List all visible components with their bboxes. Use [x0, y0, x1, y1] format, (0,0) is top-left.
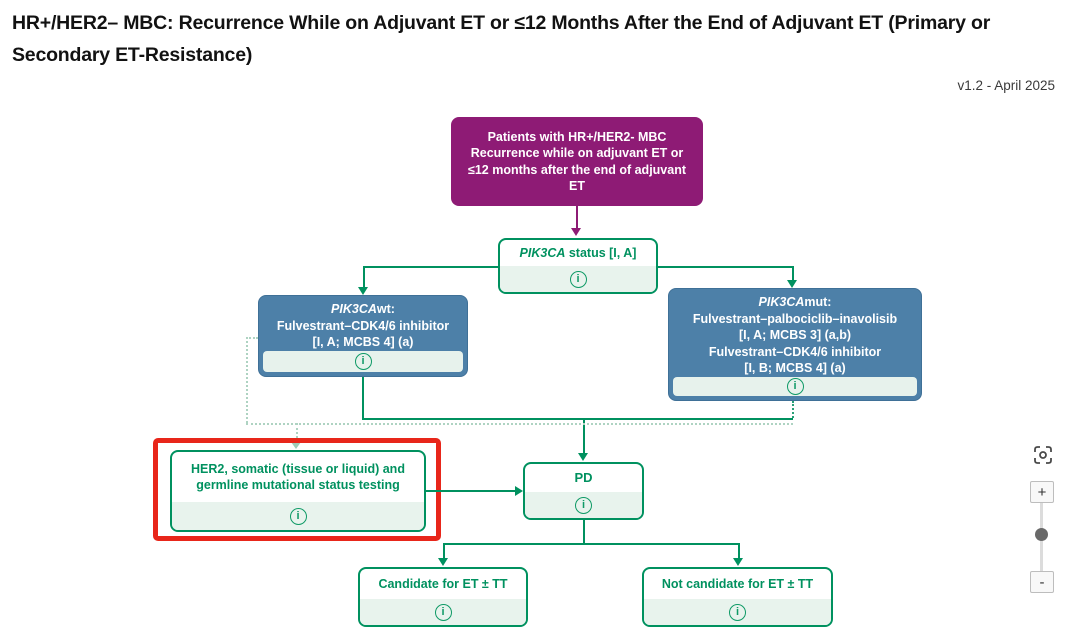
connector-pd-split [443, 543, 740, 545]
connector-merge-horizontal [362, 418, 793, 420]
info-icon[interactable]: i [569, 270, 587, 288]
node-pd[interactable]: PD i [523, 462, 644, 520]
connector-split-left [443, 543, 445, 558]
node-pik3ca-mut[interactable]: PIK3CAmut: Fulvestrant–palbociclib–inavo… [668, 288, 922, 401]
info-icon[interactable]: i [575, 496, 592, 514]
node-pd-label: PD [574, 469, 593, 485]
connector-split-right [738, 543, 740, 558]
connector-status-right-drop [792, 266, 794, 280]
info-icon[interactable]: i [434, 603, 452, 621]
arrowhead-to-wt [358, 287, 368, 295]
node-pik3ca-wt[interactable]: PIK3CAwt: Fulvestrant–CDK4/6 inhibitor [… [258, 295, 468, 377]
selection-highlight [153, 438, 441, 541]
node-pik3ca-status-strip: i [500, 266, 656, 292]
info-icon[interactable]: i [786, 377, 804, 395]
node-patients-line1: Patients with HR+/HER2- MBC [487, 130, 667, 144]
connector-status-left [363, 266, 498, 268]
node-not-candidate-label: Not candidate for ET ± TT [661, 576, 814, 591]
arrowhead-to-testing [291, 442, 301, 449]
dotted-stub-wt-left [246, 337, 258, 339]
node-pd-strip: i [525, 492, 642, 518]
node-pik3ca-wt-text: PIK3CAwt: Fulvestrant–CDK4/6 inhibitor [… [276, 302, 450, 349]
connector-mut-down-dotted [792, 401, 794, 418]
dotted-left-drop [246, 337, 248, 423]
zoom-slider-handle[interactable] [1035, 528, 1048, 541]
node-her2-testing-strip: i [172, 502, 424, 530]
node-her2-testing[interactable]: HER2, somatic (tissue or liquid) and ger… [170, 450, 426, 532]
connector-status-right [658, 266, 793, 268]
connector-merge-to-pd [583, 420, 585, 453]
node-candidate-et-tt[interactable]: Candidate for ET ± TT i [358, 567, 528, 627]
info-icon[interactable]: i [354, 352, 372, 370]
node-pik3ca-mut-text: PIK3CAmut: Fulvestrant–palbociclib–inavo… [692, 295, 898, 375]
arrowhead-testing-to-pd [515, 486, 523, 496]
node-not-candidate-strip: i [644, 599, 831, 625]
dotted-to-testing [296, 423, 298, 442]
arrowhead-to-not-candidate [733, 558, 743, 566]
scan-icon [1034, 446, 1052, 464]
connector-patients-to-status [576, 206, 578, 228]
node-patients-line2: Recurrence while on adjuvant ET or ≤12 m… [468, 146, 686, 193]
node-her2-testing-label: HER2, somatic (tissue or liquid) and ger… [191, 461, 405, 492]
arrowhead-to-pd [578, 453, 588, 461]
connector-testing-to-pd [426, 490, 515, 492]
node-pik3ca-status[interactable]: PIK3CA status [I, A] i [498, 238, 658, 294]
node-pik3ca-status-label: PIK3CA status [I, A] [519, 245, 637, 260]
zoom-in-button[interactable]: + [1030, 481, 1054, 503]
info-icon[interactable]: i [289, 507, 307, 525]
node-candidate-strip: i [360, 599, 526, 625]
info-icon[interactable]: i [729, 603, 746, 621]
node-candidate-label: Candidate for ET ± TT [378, 576, 508, 591]
connector-pd-down [583, 520, 585, 543]
arrowhead-to-candidate [438, 558, 448, 566]
version-label: v1.2 - April 2025 [957, 78, 1055, 93]
page-title: HR+/HER2– MBC: Recurrence While on Adjuv… [12, 12, 991, 66]
node-not-candidate-et-tt[interactable]: Not candidate for ET ± TT i [642, 567, 833, 627]
dotted-horizontal [246, 423, 793, 425]
arrowhead-to-mut [787, 280, 797, 288]
arrowhead-patients-to-status [571, 228, 581, 236]
node-pik3ca-mut-strip: i [673, 376, 917, 396]
connector-wt-down [362, 377, 364, 418]
node-patients[interactable]: Patients with HR+/HER2- MBC Recurrence w… [451, 117, 703, 206]
node-pik3ca-wt-strip: i [263, 350, 463, 372]
zoom-out-button[interactable]: - [1030, 571, 1054, 593]
connector-status-left-drop [363, 266, 365, 287]
zoom-reset-button[interactable] [1031, 443, 1055, 467]
